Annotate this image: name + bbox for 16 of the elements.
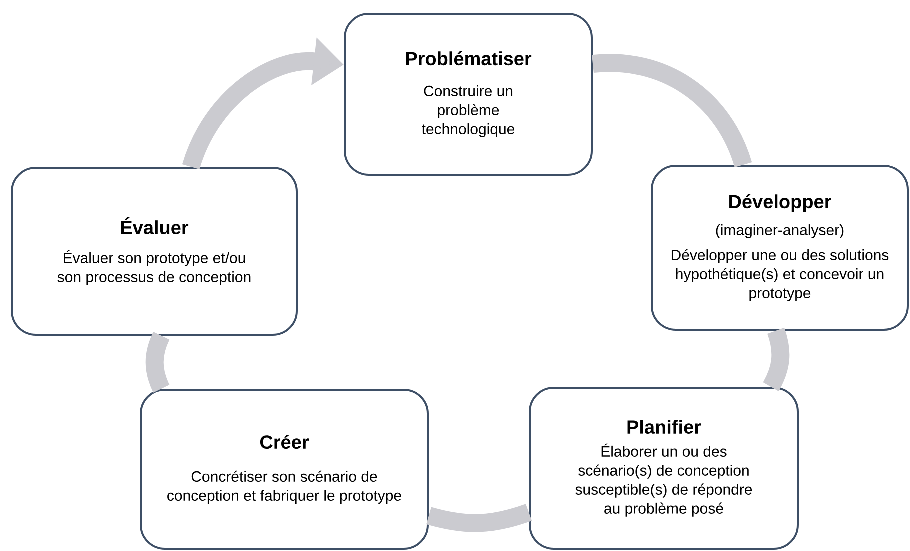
- step-box: [529, 386, 799, 550]
- step-box: [140, 388, 429, 550]
- step-box: [651, 165, 909, 331]
- step-description: Construire un problème technologique: [422, 86, 515, 138]
- step-title: Évaluer: [121, 218, 189, 235]
- step-box: [11, 167, 298, 336]
- step-description: Développer une ou des solutions hypothétique(s) et concevoir un prototype: [672, 249, 889, 302]
- step-description: Élaborer un ou des scénario(s) de conception susceptible(s) de répondre au problème posé: [576, 444, 752, 517]
- step-box: [344, 13, 593, 176]
- step-description: (imaginer-analyser): [716, 224, 844, 238]
- step-title: Problématiser: [406, 51, 532, 66]
- step-title: Développer: [730, 194, 832, 212]
- step-description: Évaluer son prototype et/ou son processus de conception: [58, 250, 251, 286]
- step-title: Créer: [260, 434, 310, 450]
- step-description: Concrétiser son scénario de conception et fabriquer le prototype: [168, 470, 402, 504]
- step-title: Planifier: [628, 420, 702, 434]
